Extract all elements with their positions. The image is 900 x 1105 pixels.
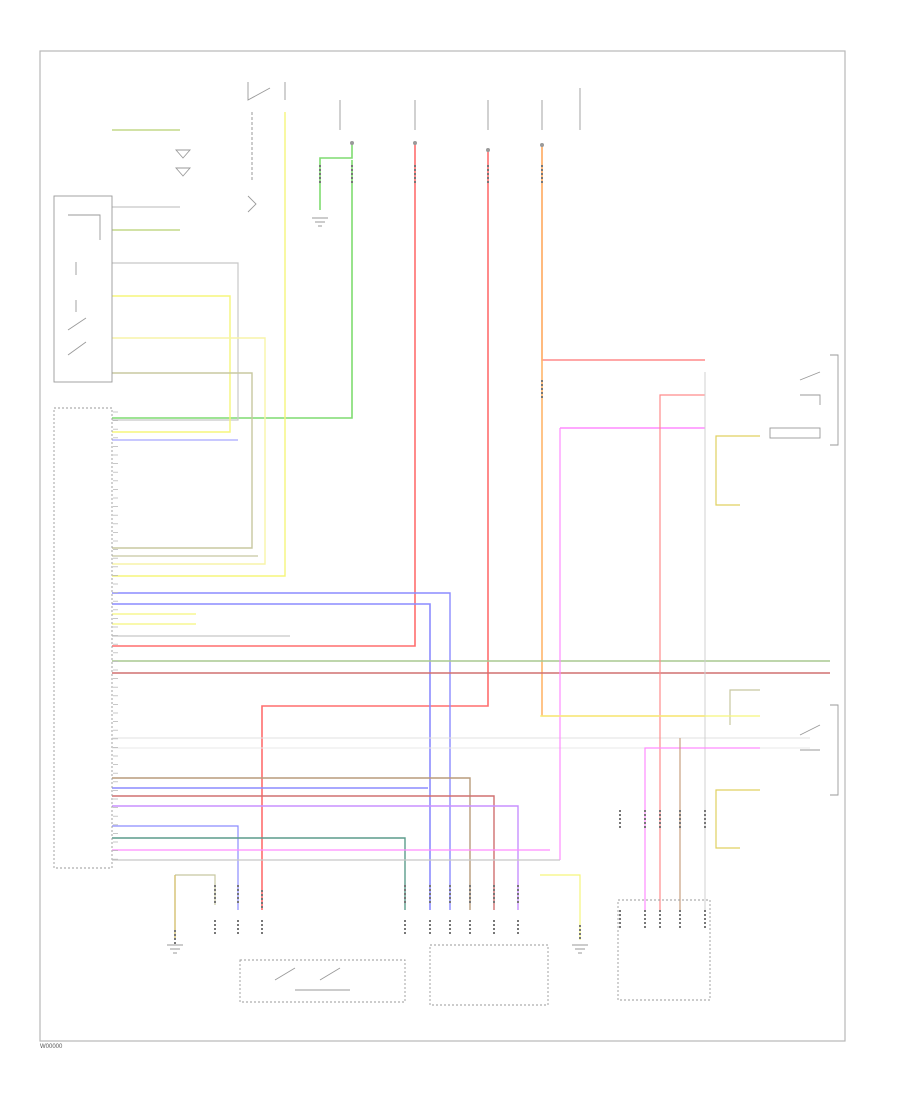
module-pin-column xyxy=(113,411,118,860)
wire-loop-a xyxy=(112,262,239,421)
wire-teal xyxy=(112,837,406,910)
wires-layer xyxy=(112,112,830,940)
fuse-node-1 xyxy=(350,141,354,145)
wire-red-right-upper xyxy=(541,145,705,361)
wire-yellow-a xyxy=(112,295,231,433)
switch-contacts xyxy=(67,214,101,356)
left-switch-module xyxy=(53,195,113,383)
control-module xyxy=(53,407,113,869)
wire-brown-a xyxy=(112,777,471,910)
wire-violet-b xyxy=(112,805,519,910)
wire-green-fuse-feed xyxy=(319,142,353,210)
wire-red-right xyxy=(659,394,705,910)
wire-yellow-right xyxy=(715,435,760,506)
relay-contacts-lower xyxy=(799,724,821,751)
wire-blue-b xyxy=(112,603,431,910)
bottom-right-module xyxy=(617,899,711,1001)
wire-red-fuse-2 xyxy=(261,150,489,910)
wire-yellow-b xyxy=(112,337,266,565)
right-relay-lower xyxy=(830,704,839,796)
wire-olive-right xyxy=(729,689,760,725)
wire-orange-fuse xyxy=(541,145,705,717)
right-relay-upper xyxy=(830,354,839,446)
diagram-frame xyxy=(39,50,846,1042)
wire-blue-a xyxy=(112,592,451,910)
fuse-node-3 xyxy=(486,148,490,152)
connector-pins xyxy=(174,165,706,945)
wire-red-fuse xyxy=(112,142,416,647)
connector-icon-left xyxy=(175,149,191,177)
wire-olive-bottom xyxy=(175,874,216,905)
bottom-switch-contacts xyxy=(274,967,350,991)
bottom-connector xyxy=(429,944,549,1006)
splice-left xyxy=(247,195,257,213)
ground-symbol-top xyxy=(312,217,328,227)
wire-red-c xyxy=(112,795,495,910)
relay-coil-upper xyxy=(769,427,821,439)
bottom-switch-group xyxy=(239,959,406,1003)
fuse-node-2 xyxy=(413,141,417,145)
wire-yellow-bottom xyxy=(540,874,581,940)
ground-symbol-bottom xyxy=(167,944,183,954)
diagram-code: W00000 xyxy=(40,1044,63,1050)
ignition-switch xyxy=(247,82,286,101)
relay-contacts-upper xyxy=(799,371,821,405)
ground-symbol-bottom-2 xyxy=(572,944,588,954)
fuse-stubs xyxy=(339,100,543,130)
wire-green-module xyxy=(112,160,353,419)
wire-yellow-c xyxy=(112,372,253,549)
wire-blue-d xyxy=(112,825,239,910)
wire-yellow-switch xyxy=(112,112,286,577)
fuse-node-4 xyxy=(540,143,544,147)
wire-yellow-right-2 xyxy=(715,789,760,849)
wire-pink-right xyxy=(644,747,760,910)
components-layer xyxy=(53,82,839,1006)
